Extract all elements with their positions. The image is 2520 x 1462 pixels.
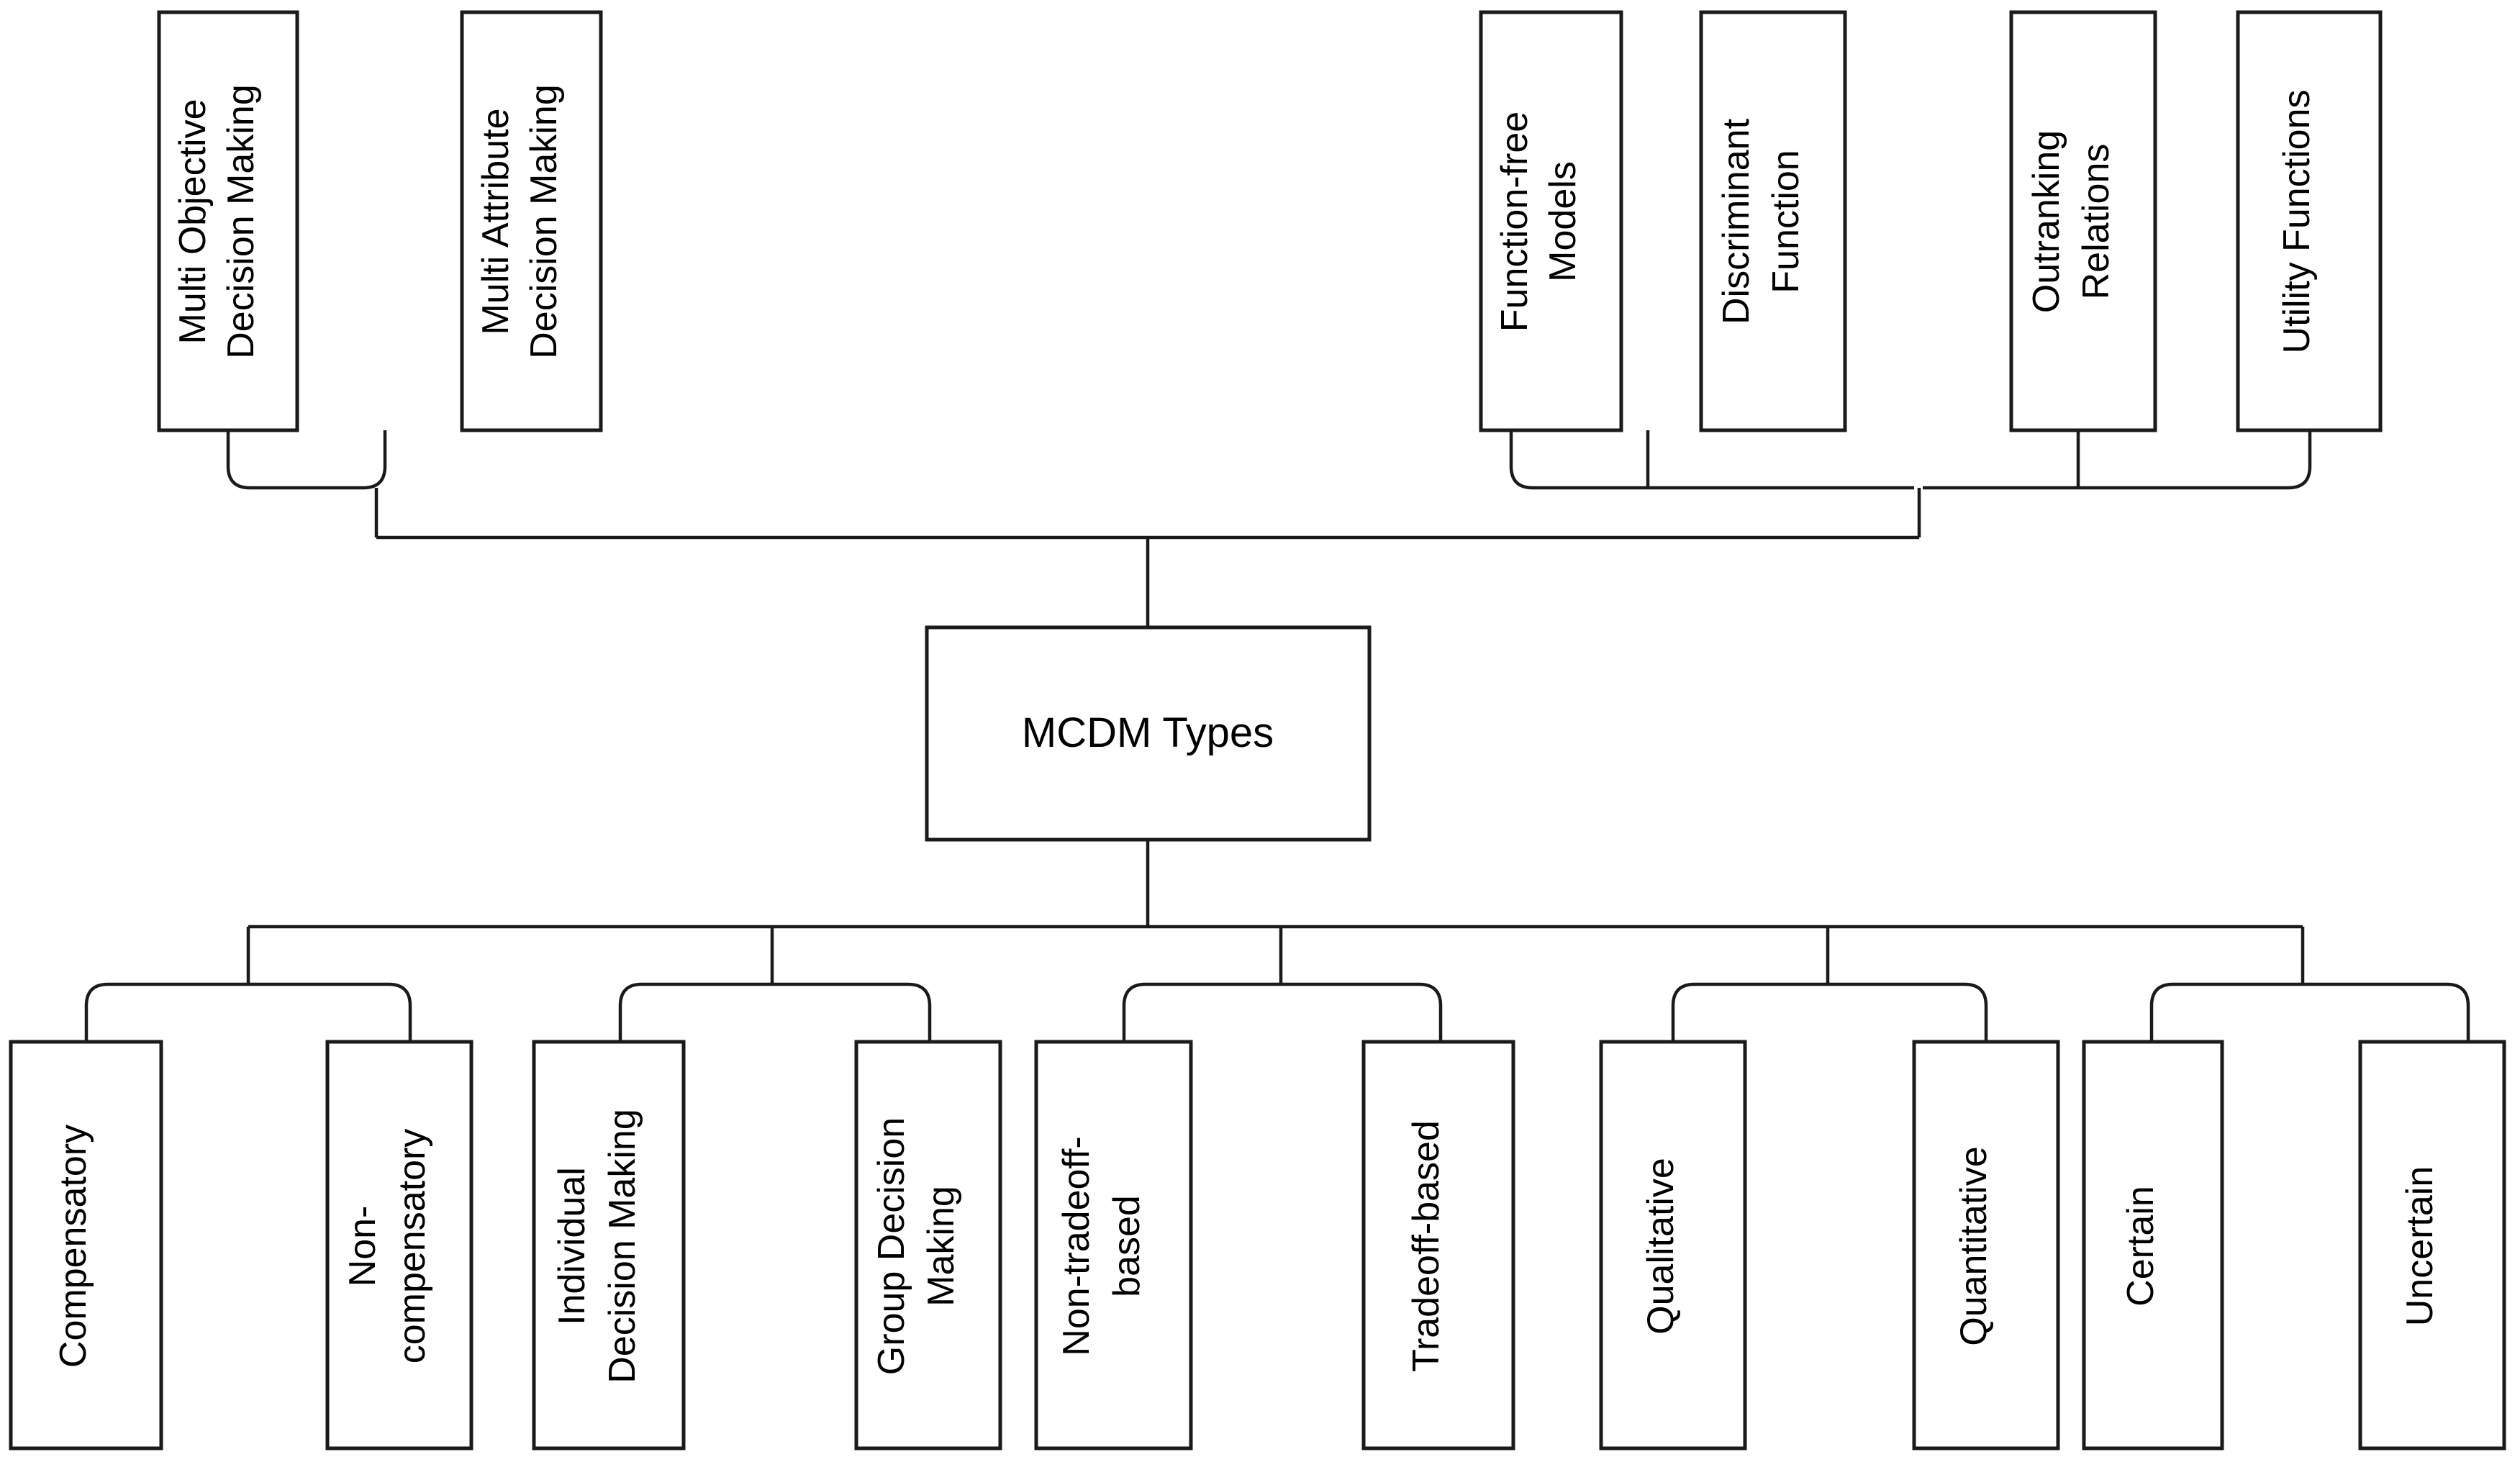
node-non-compensatory[interactable]: Non- compensatory bbox=[325, 1040, 473, 1450]
node-box[interactable] bbox=[1034, 1040, 1193, 1450]
node-label-line-2: Models bbox=[1542, 161, 1584, 282]
node-label-line-1: Qualitative bbox=[1640, 1158, 1682, 1335]
node-box[interactable] bbox=[2358, 1040, 2506, 1450]
node-multi-objective-decision-making[interactable]: Multi Objective Decision Making bbox=[157, 10, 299, 432]
node-box[interactable] bbox=[1912, 1040, 2060, 1450]
node-utility-functions[interactable]: Utility Functions bbox=[2236, 10, 2383, 432]
node-label-line-1: Individual bbox=[551, 1167, 593, 1325]
node-box[interactable] bbox=[1699, 10, 1847, 432]
node-box[interactable] bbox=[2236, 10, 2383, 432]
node-box[interactable] bbox=[325, 1040, 473, 1450]
node-label-line-2: Decision Making bbox=[220, 84, 262, 359]
node-box[interactable] bbox=[1361, 1040, 1515, 1450]
lower-connectors bbox=[84, 840, 2470, 1042]
node-individual-decision-making[interactable]: Individual Decision Making bbox=[532, 1040, 686, 1450]
node-label-line-1: Function-free bbox=[1494, 112, 1536, 332]
node-non-tradeoff-based[interactable]: Non-tradeoff- based bbox=[1034, 1040, 1193, 1450]
node-label-line-1: Multi Objective bbox=[172, 99, 214, 345]
upper-left-group: Multi Objective Decision Making Multi At… bbox=[157, 10, 603, 432]
node-outranking-relations[interactable]: Outranking Relations bbox=[2009, 10, 2157, 432]
connector-pair-bracket-4 bbox=[1671, 982, 1988, 1042]
node-label-line-1: Non- bbox=[342, 1206, 384, 1287]
node-label-line-1: Multi Attribute bbox=[475, 108, 517, 335]
node-label-line-2: Relations bbox=[2075, 144, 2117, 300]
node-label-line-1: Compensatory bbox=[53, 1125, 94, 1368]
node-box[interactable] bbox=[2009, 10, 2157, 432]
node-box[interactable] bbox=[854, 1040, 1002, 1450]
node-multi-attribute-decision-making[interactable]: Multi Attribute Decision Making bbox=[460, 10, 603, 432]
node-label-line-1: Quantitative bbox=[1953, 1146, 1995, 1346]
node-label-line-2: based bbox=[1106, 1195, 1148, 1297]
node-box[interactable] bbox=[9, 1040, 163, 1450]
node-box[interactable] bbox=[2082, 1040, 2224, 1450]
node-box[interactable] bbox=[1599, 1040, 1747, 1450]
node-uncertain[interactable]: Uncertain bbox=[2358, 1040, 2506, 1450]
node-qualitative[interactable]: Qualitative bbox=[1599, 1040, 1747, 1450]
upper-right-group: Function-free Models Discriminant Functi… bbox=[1479, 10, 2383, 432]
node-label-line-1: Tradeoff-based bbox=[1405, 1120, 1447, 1372]
node-label-line-1: Non-tradeoff- bbox=[1056, 1136, 1097, 1356]
connector-pair-bracket-5 bbox=[2149, 982, 2470, 1042]
root-node[interactable]: MCDM Types bbox=[925, 625, 1372, 842]
node-label-line-1: Uncertain bbox=[2399, 1166, 2441, 1327]
node-label-line-1: Outranking bbox=[2026, 130, 2067, 313]
node-box[interactable] bbox=[460, 10, 603, 432]
connector-upper-right-bracket-outerright bbox=[1923, 430, 2312, 490]
node-label-line-1: Discriminant bbox=[1715, 118, 1757, 324]
node-label-line-1: Certain bbox=[2120, 1186, 2162, 1307]
lower-row: Compensatory Non- compensatory Individua… bbox=[9, 1040, 2506, 1450]
connector-pair-bracket-2 bbox=[618, 982, 932, 1042]
upper-connectors bbox=[226, 430, 2312, 627]
node-group-decision-making[interactable]: Group Decision Making bbox=[854, 1040, 1002, 1450]
node-box[interactable] bbox=[157, 10, 299, 432]
node-box[interactable] bbox=[1479, 10, 1623, 432]
connector-upper-right-bracket-outerleft bbox=[1509, 430, 1914, 490]
node-certain[interactable]: Certain bbox=[2082, 1040, 2224, 1450]
node-label-line-2: Decision Making bbox=[523, 84, 565, 359]
node-label-line-2: Making bbox=[920, 1186, 962, 1307]
node-discriminant-function[interactable]: Discriminant Function bbox=[1699, 10, 1847, 432]
node-tradeoff-based[interactable]: Tradeoff-based bbox=[1361, 1040, 1515, 1450]
node-label-line-2: Function bbox=[1765, 150, 1807, 293]
connector-pair-bracket-1 bbox=[84, 982, 412, 1042]
root-node-label: MCDM Types bbox=[1022, 709, 1274, 756]
node-quantitative[interactable]: Quantitative bbox=[1912, 1040, 2060, 1450]
node-compensatory[interactable]: Compensatory bbox=[9, 1040, 163, 1450]
node-label-line-1: Group Decision bbox=[871, 1117, 912, 1375]
connector-upper-left-bracket bbox=[226, 430, 387, 490]
node-function-free-models[interactable]: Function-free Models bbox=[1479, 10, 1623, 432]
node-box[interactable] bbox=[532, 1040, 686, 1450]
connector-pair-bracket-3 bbox=[1122, 982, 1443, 1042]
node-label-line-1: Utility Functions bbox=[2276, 90, 2318, 354]
node-label-line-2: compensatory bbox=[391, 1129, 433, 1364]
node-label-line-2: Decision Making bbox=[602, 1109, 643, 1384]
